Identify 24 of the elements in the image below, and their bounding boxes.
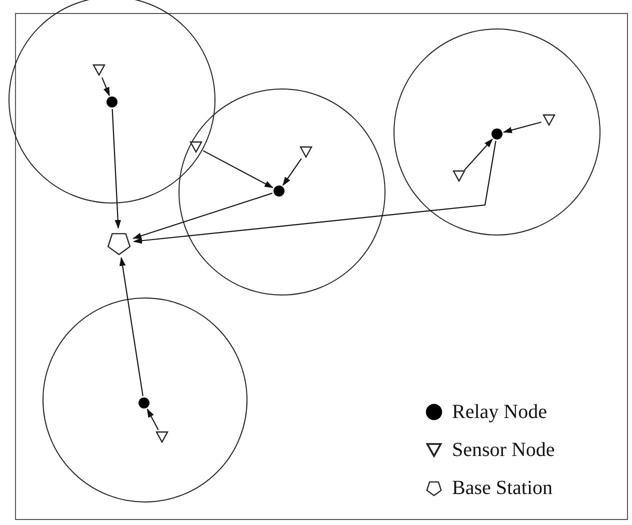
relay-node [491, 128, 503, 140]
arrow [119, 256, 144, 396]
sensor-node [299, 145, 313, 159]
legend-label: Base Station [452, 476, 553, 500]
base-station [106, 230, 132, 256]
arrow [132, 192, 272, 239]
sensor-node [92, 63, 106, 77]
arrow [102, 77, 110, 96]
sensor-node [189, 140, 203, 154]
arrow [146, 408, 159, 430]
relay-node [106, 96, 118, 108]
sensor-node [452, 169, 466, 183]
arrow [464, 138, 493, 170]
arrow [112, 108, 122, 229]
arrow [502, 122, 542, 134]
relay-node [138, 397, 150, 409]
legend-label: Relay Node [452, 400, 547, 424]
arrow [202, 150, 274, 188]
sensor-node [542, 113, 556, 127]
sensor-node [155, 430, 169, 444]
legend-label: Sensor Node [452, 438, 555, 462]
relay-node [273, 185, 285, 197]
arrow [282, 158, 302, 186]
arrow [133, 140, 496, 244]
